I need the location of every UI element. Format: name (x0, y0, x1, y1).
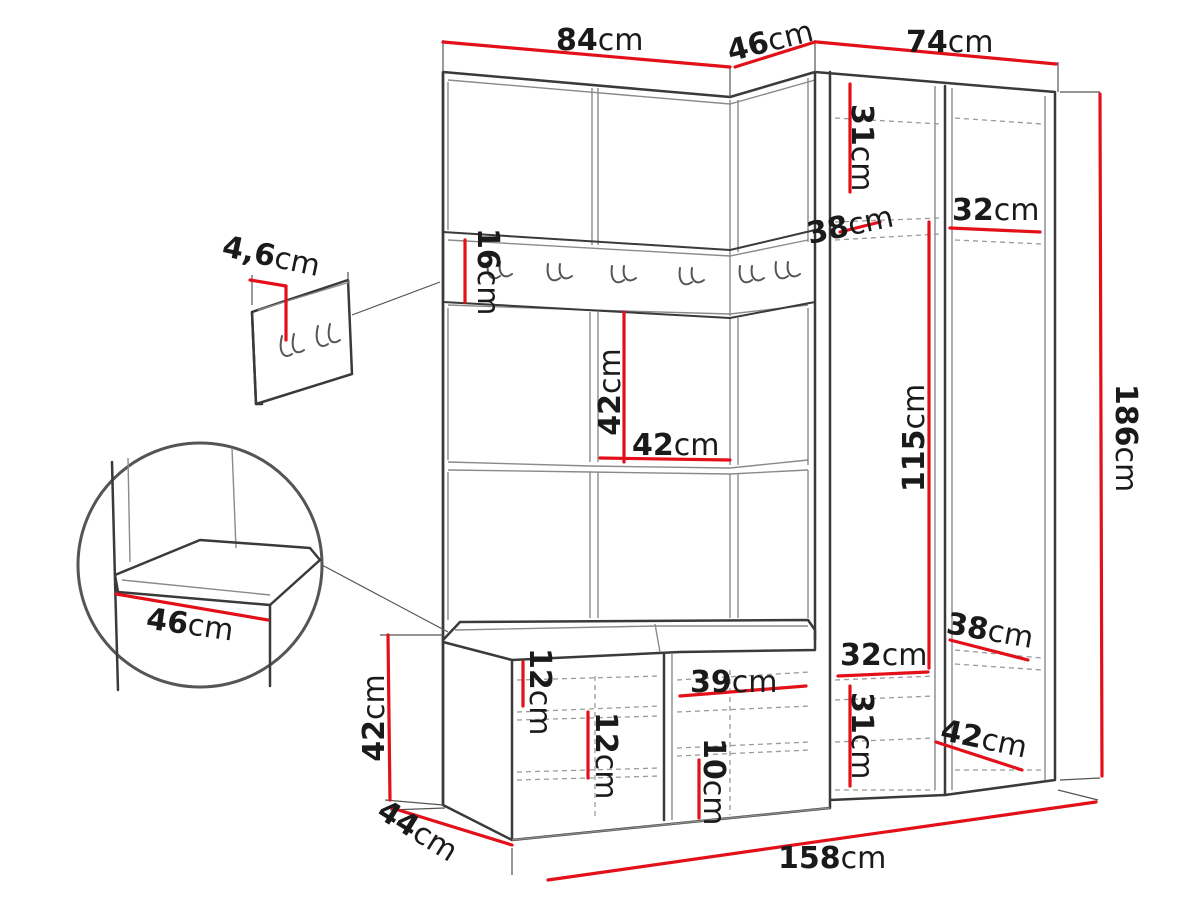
label-bottom-shelf-depth: 32cm (840, 638, 927, 673)
label-bench-depth: 44cm (371, 793, 464, 869)
label-right-low-shelf-depth: 38cm (944, 606, 1036, 656)
dimension-lines (114, 40, 1104, 882)
label-top-right-shelf-depth: 32cm (952, 193, 1039, 228)
label-top-corner-width: 46cm (724, 14, 817, 69)
label-hook-panel-height: 16cm (470, 228, 505, 315)
label-total-height: 186cm (1108, 384, 1143, 492)
label-top-shelf-depth: 38cm (804, 199, 897, 251)
label-top-shelf-height: 31cm (844, 104, 879, 191)
label-top-right-width: 74cm (906, 25, 993, 60)
label-top-left-width: 84cm (556, 23, 643, 58)
seat-detail-circle (76, 441, 449, 692)
label-seat-depth: 46cm (144, 602, 235, 649)
hook-panel-detail (250, 272, 441, 406)
label-bench-height: 42cm (357, 674, 392, 761)
bench (441, 618, 831, 842)
label-rail-height: 115cm (897, 384, 932, 492)
hook-rail (442, 229, 816, 319)
coat-hook-icon (486, 261, 801, 286)
label-drawer-width: 39cm (690, 665, 777, 700)
upholstered-panels (441, 70, 817, 807)
label-drawer-shelf-height: 10cm (696, 738, 731, 825)
label-floor-shelf-depth: 42cm (938, 713, 1031, 765)
label-panel-width: 42cm (632, 428, 719, 463)
label-total-width: 158cm (778, 841, 886, 876)
wardrobe-section (828, 70, 1046, 802)
label-hook-panel-depth: 4,6cm (219, 229, 323, 284)
dimension-labels: 84cm 46cm 74cm 186cm 4,6cm 16cm 42cm 42c… (144, 14, 1143, 876)
label-panel-height: 42cm (593, 348, 628, 435)
label-bottom-shelf-height: 31cm (844, 692, 879, 779)
label-cubby-height-2: 12cm (588, 712, 623, 799)
label-cubby-height-1: 12cm (522, 648, 557, 735)
